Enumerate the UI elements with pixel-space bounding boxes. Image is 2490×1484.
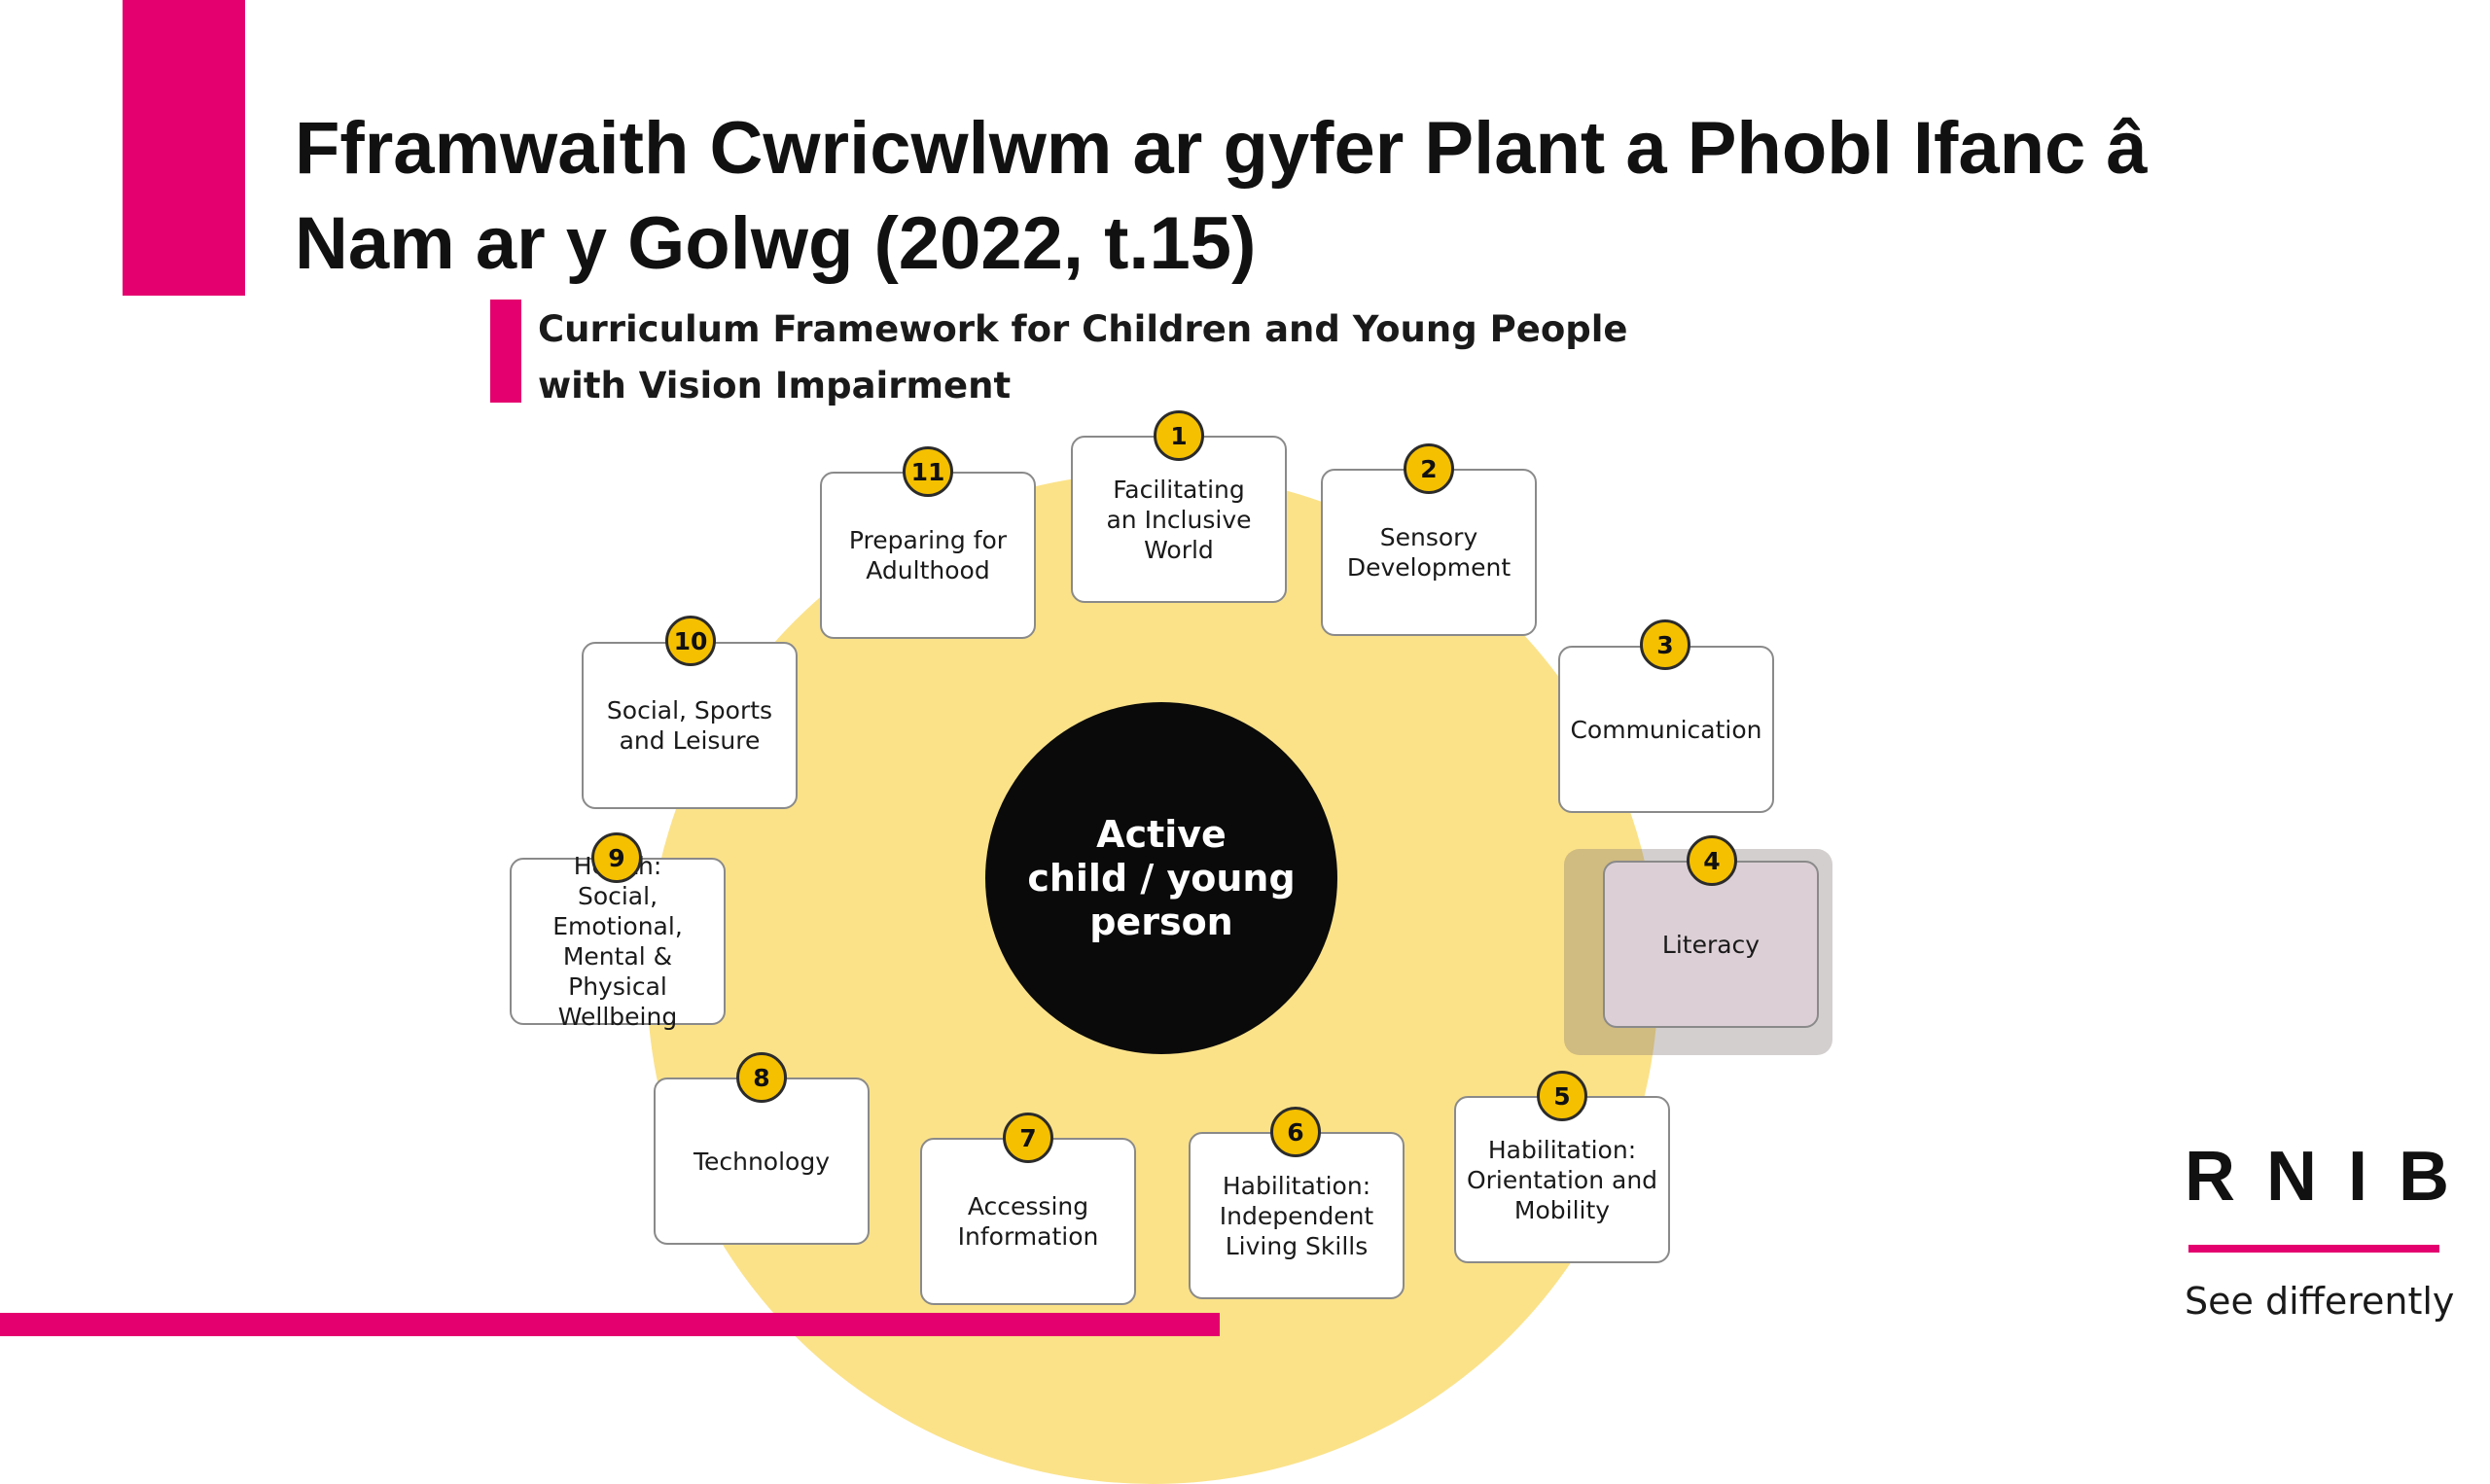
framework-area-card: Literacy bbox=[1603, 861, 1819, 1028]
area-number-badge: 8 bbox=[736, 1052, 787, 1103]
area-number-badge: 3 bbox=[1640, 619, 1690, 670]
bottom-accent-bar bbox=[0, 1313, 1220, 1336]
rnib-logo: RNIB See differently bbox=[2185, 1138, 2480, 1332]
framework-area-card: Habilitation: Independent Living Skills bbox=[1189, 1132, 1405, 1299]
framework-area-card: Social, Sports and Leisure bbox=[582, 642, 798, 809]
framework-area-card: Sensory Development bbox=[1321, 469, 1537, 636]
accent-block bbox=[123, 0, 245, 296]
framework-area-card: Communication bbox=[1558, 646, 1774, 813]
logo-tagline: See differently bbox=[2185, 1280, 2455, 1323]
area-number-badge: 6 bbox=[1270, 1107, 1321, 1157]
logo-wordmark: RNIB bbox=[2185, 1138, 2480, 1216]
curriculum-diagram: Active child / young person Facilitating… bbox=[510, 410, 1832, 1484]
area-number-badge: 11 bbox=[903, 446, 953, 497]
area-number-badge: 10 bbox=[665, 616, 716, 666]
diagram-subtitle: Curriculum Framework for Children and Yo… bbox=[538, 301, 1628, 414]
area-number-badge: 1 bbox=[1154, 410, 1204, 461]
logo-underline bbox=[2188, 1245, 2439, 1253]
framework-area-card: Accessing Information bbox=[920, 1138, 1136, 1305]
title-line-2: Nam ar y Golwg (2022, t.15) bbox=[295, 202, 1257, 285]
area-number-badge: 9 bbox=[591, 832, 642, 883]
subtitle-accent-bar bbox=[490, 300, 521, 403]
framework-area-card: Facilitating an Inclusive World bbox=[1071, 436, 1287, 603]
center-circle-label: Active child / young person bbox=[985, 702, 1337, 1054]
area-number-badge: 7 bbox=[1003, 1113, 1053, 1163]
subtitle-line-2: with Vision Impairment bbox=[538, 365, 1012, 406]
title-line-1: Fframwaith Cwricwlwm ar gyfer Plant a Ph… bbox=[295, 107, 2148, 190]
framework-area-card: Habilitation: Orientation and Mobility bbox=[1454, 1096, 1670, 1263]
subtitle-line-1: Curriculum Framework for Children and Yo… bbox=[538, 308, 1628, 350]
area-number-badge: 2 bbox=[1404, 443, 1454, 494]
framework-area-card: Health: Social, Emotional, Mental & Phys… bbox=[510, 852, 726, 1031]
page-title: Fframwaith Cwricwlwm ar gyfer Plant a Ph… bbox=[295, 101, 2240, 292]
framework-area-card: Technology bbox=[654, 1078, 870, 1245]
framework-area-card: Preparing for Adulthood bbox=[820, 472, 1036, 639]
area-number-badge: 5 bbox=[1537, 1071, 1587, 1121]
area-number-badge: 4 bbox=[1687, 835, 1737, 886]
